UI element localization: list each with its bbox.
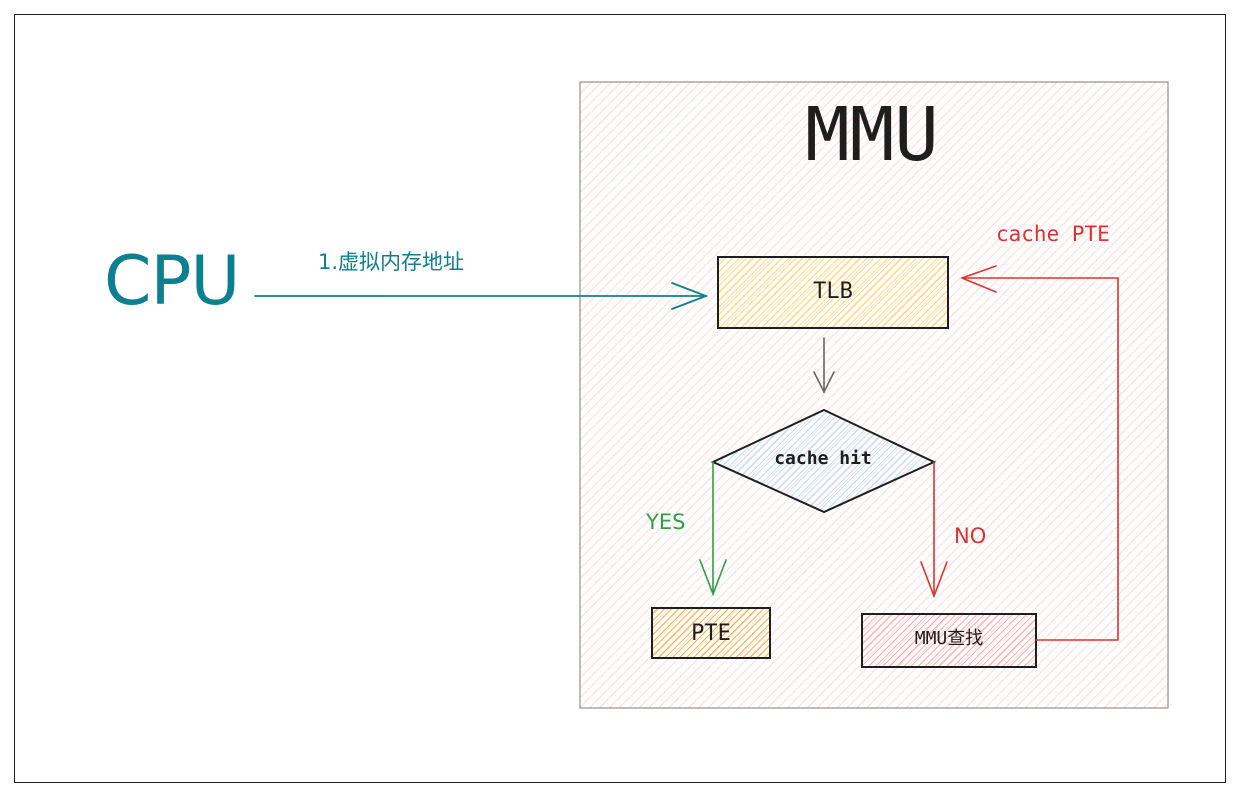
virtual-address-label: 1.虚拟内存地址 <box>318 250 465 274</box>
tlb-box <box>717 256 949 329</box>
mmu-title: MMU <box>805 92 939 178</box>
pte-box <box>651 607 771 659</box>
canvas-frame <box>14 14 1226 783</box>
cache-pte-arrow <box>961 265 1119 641</box>
virtual-address-arrow <box>254 282 709 310</box>
cache-pte-label: cache PTE <box>996 222 1110 246</box>
pte-label: PTE <box>691 621 731 646</box>
yes-label: YES <box>646 510 686 534</box>
cache-hit-label: cache hit <box>774 448 872 469</box>
tlb-to-decision-arrow <box>813 337 835 394</box>
cache-hit-decision <box>710 408 937 514</box>
mmu-lookup-box <box>861 613 1037 668</box>
mmu-lookup-label: MMU查找 <box>914 628 984 649</box>
yes-arrow <box>699 461 727 597</box>
tlb-label: TLB <box>813 279 853 304</box>
cpu-label: CPU <box>104 242 240 321</box>
no-arrow <box>920 461 948 599</box>
no-label: NO <box>954 524 987 548</box>
mmu-container <box>579 81 1169 709</box>
